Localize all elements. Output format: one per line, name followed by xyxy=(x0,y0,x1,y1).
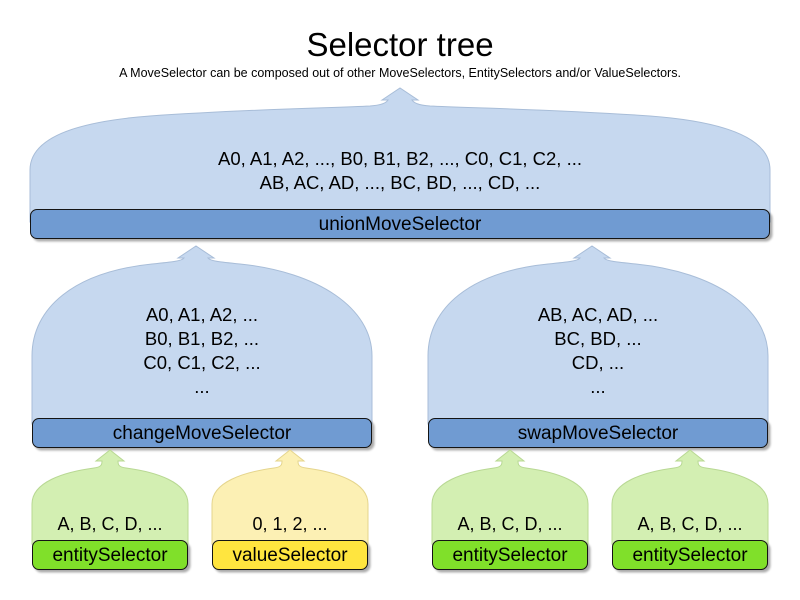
page-title: Selector tree xyxy=(306,26,494,63)
node-entity-selector-2: A, B, C, D, ... entitySelector xyxy=(431,449,589,570)
union-move-selector-label: unionMoveSelector xyxy=(318,213,482,235)
swap-move-selector-bubble xyxy=(427,245,769,425)
union-move-selector-bubble xyxy=(29,87,771,223)
entity-selector-3-bar[interactable]: entitySelector xyxy=(612,540,768,570)
node-entity-selector-1: A, B, C, D, ... entitySelector xyxy=(31,449,189,570)
entity-selector-2-label: entitySelector xyxy=(452,544,568,566)
swap-move-selector-bar[interactable]: swapMoveSelector xyxy=(428,418,768,448)
entity-selector-1-bar[interactable]: entitySelector xyxy=(32,540,188,570)
value-selector-1-bubble xyxy=(211,449,369,545)
entity-selector-1-label: entitySelector xyxy=(52,544,168,566)
value-selector-1-label: valueSelector xyxy=(232,544,348,566)
swap-move-selector-label: swapMoveSelector xyxy=(517,422,679,444)
change-move-selector-bubble xyxy=(31,245,373,425)
entity-selector-1-bubble xyxy=(31,449,189,545)
union-move-selector-bar[interactable]: unionMoveSelector xyxy=(30,209,770,239)
node-entity-selector-3: A, B, C, D, ... entitySelector xyxy=(611,449,769,570)
entity-selector-3-bubble xyxy=(611,449,769,545)
page-subtitle: A MoveSelector can be composed out of ot… xyxy=(119,66,681,80)
value-selector-1-bar[interactable]: valueSelector xyxy=(212,540,368,570)
entity-selector-2-bubble xyxy=(431,449,589,545)
node-change-move-selector: A0, A1, A2, ... B0, B1, B2, ... C0, C1, … xyxy=(31,245,373,448)
node-union-move-selector: A0, A1, A2, ..., B0, B1, B2, ..., C0, C1… xyxy=(29,87,771,250)
change-move-selector-label: changeMoveSelector xyxy=(112,422,292,444)
node-swap-move-selector: AB, AC, AD, ... BC, BD, ... CD, ... ... … xyxy=(427,245,769,448)
node-value-selector-1: 0, 1, 2, ... valueSelector xyxy=(211,449,369,570)
change-move-selector-bar[interactable]: changeMoveSelector xyxy=(32,418,372,448)
entity-selector-3-label: entitySelector xyxy=(632,544,748,566)
entity-selector-2-bar[interactable]: entitySelector xyxy=(432,540,588,570)
